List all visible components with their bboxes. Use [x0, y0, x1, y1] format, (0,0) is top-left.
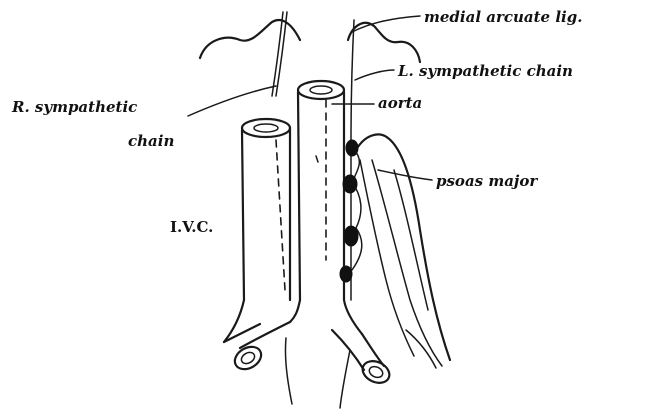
label-left-sympathetic-chain: L. sympathetic chain: [397, 62, 573, 80]
right-sympathetic-chain: [272, 12, 287, 290]
leader-psoas: [378, 170, 432, 180]
label-medial-arcuate-lig: medial arcuate lig.: [424, 8, 582, 26]
ganglion-1: [346, 140, 358, 156]
iliac-vessels: [224, 322, 393, 408]
label-aorta: aorta: [378, 94, 422, 112]
label-right-sympathetic-line2: chain: [128, 132, 174, 150]
leader-right-sympathetic: [188, 86, 276, 116]
medial-arcuate-ligament: [200, 20, 420, 62]
left-sympathetic-chain: [351, 20, 354, 300]
leader-left-sympathetic: [355, 70, 394, 80]
label-psoas-major: psoas major: [436, 172, 538, 190]
psoas-major-muscle: [356, 134, 450, 368]
tick-mark: [316, 156, 318, 162]
label-ivc: I.V.C.: [170, 218, 213, 236]
ganglion-3: [344, 226, 358, 246]
ivc-vessel: [224, 119, 290, 342]
ganglion-4: [340, 266, 352, 282]
label-right-sympathetic-line1: R. sympathetic: [11, 98, 137, 116]
ganglion-2: [343, 175, 357, 193]
